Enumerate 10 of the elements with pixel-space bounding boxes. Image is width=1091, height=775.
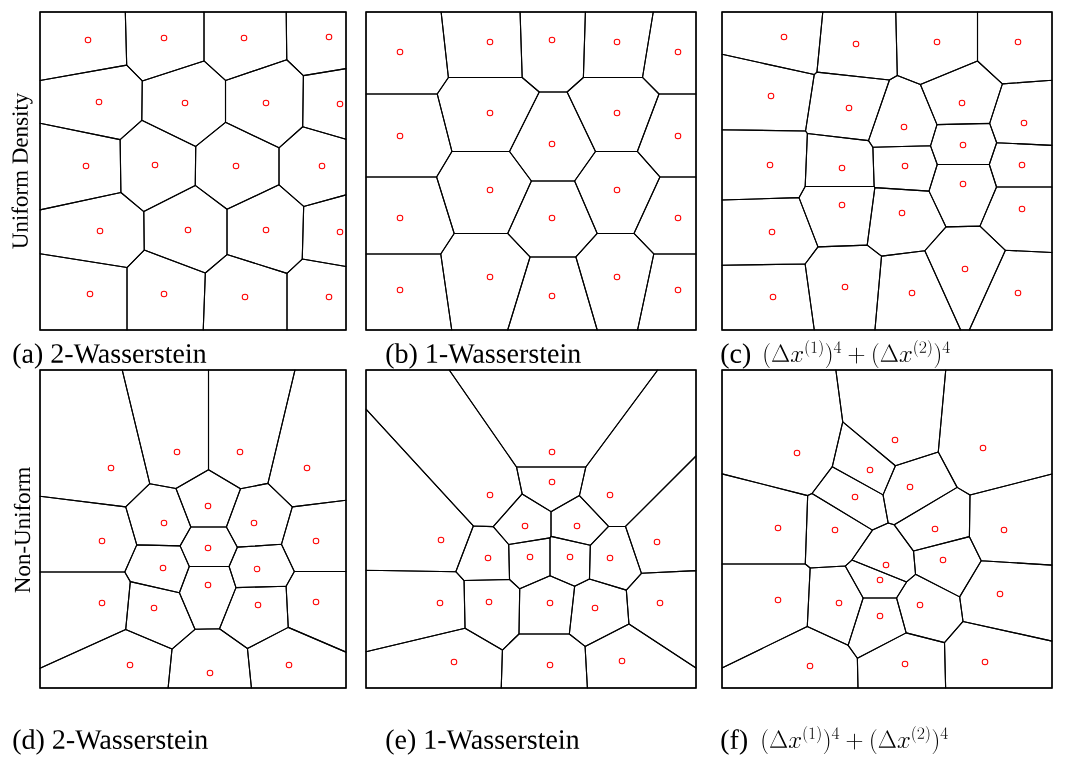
formula-caption: $(\Delta x^{(1)})^4+(\Delta x^{(2)})^4$ <box>764 339 950 369</box>
panel-caption: (e) 1-Wasserstein <box>386 729 580 755</box>
panel-caption: (c) <box>721 343 751 369</box>
row-label: Uniform Density <box>11 92 33 249</box>
panel-caption: (d) 2-Wasserstein <box>13 729 208 755</box>
formula-caption: $(\Delta x^{(1)})^4+(\Delta x^{(2)})^4$ <box>762 725 948 755</box>
panel-caption: (a) 2-Wasserstein <box>13 343 207 369</box>
row-label: Non-Uniform <box>13 467 31 593</box>
panel-caption: (f) <box>721 729 747 755</box>
panel-caption: (b) 1-Wasserstein <box>386 343 581 369</box>
